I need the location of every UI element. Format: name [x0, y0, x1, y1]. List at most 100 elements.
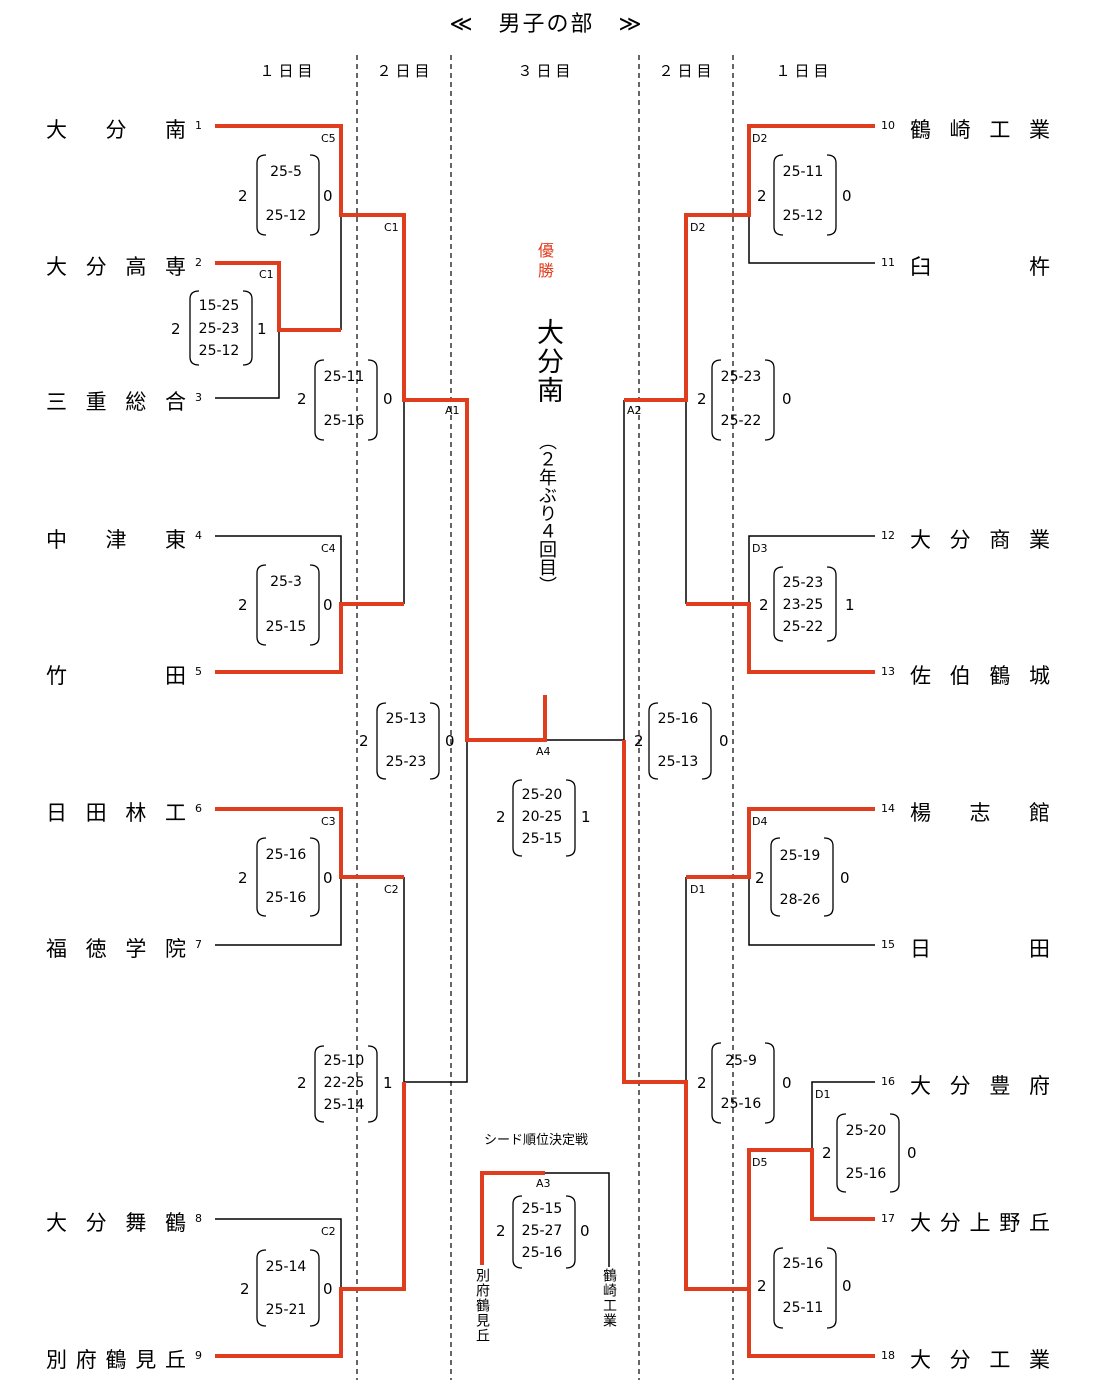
team-name-char: 専 [164, 255, 186, 279]
set-score: 22-25 [323, 1075, 365, 1091]
code-c4: C4 [321, 542, 336, 555]
set-score: 25-22 [720, 413, 762, 429]
bracket-close [309, 1249, 320, 1327]
seed-right-13: 13 [881, 665, 895, 678]
team-right-13: 佐伯鶴城 [910, 660, 1050, 690]
set-score: 25-27 [521, 1223, 563, 1239]
day-header-3: ３日目 [517, 62, 575, 80]
set-score: 25-20 [521, 787, 563, 803]
set-score: 25-5 [270, 164, 302, 180]
team-name-char: 大 [910, 1348, 931, 1372]
team-name-char: 志 [969, 801, 991, 825]
bracket-close [764, 359, 775, 441]
bracket-open [314, 359, 325, 441]
wins-right: 0 [323, 1280, 333, 1298]
team-name-char: 田 [1029, 937, 1050, 961]
set-score: 25-23 [198, 321, 240, 337]
wins-left: 2 [496, 1222, 506, 1240]
team-name-char: 舞 [125, 1211, 147, 1235]
set-score: 25-16 [657, 711, 699, 727]
team-name-char: 大 [46, 1211, 67, 1235]
wins-left: 2 [822, 1144, 832, 1162]
team-name-char: 竹 [46, 664, 67, 688]
wins-right: 1 [845, 596, 855, 614]
code-d2-r1: D2 [752, 132, 768, 145]
team-name-char: 佐 [910, 664, 931, 688]
code-d5: D5 [752, 1156, 768, 1169]
wins-left: 2 [634, 732, 644, 750]
team-name-char: 合 [164, 390, 186, 414]
code-c1-r2: C1 [384, 221, 399, 234]
set-score: 25-10 [323, 1053, 365, 1069]
team-name-char: 杵 [1029, 255, 1050, 279]
set-score: 25-9 [725, 1053, 757, 1069]
bracket-open [256, 837, 267, 917]
team-name-char: 業 [1028, 118, 1050, 142]
code-c2-r1: C2 [321, 1225, 336, 1238]
bracket-close [309, 564, 320, 646]
team-name-char: 分 [939, 1211, 961, 1235]
bracket-open [711, 359, 722, 441]
team-name-char: 大 [910, 1211, 931, 1235]
bracket-open [256, 154, 267, 236]
team-name-char: 業 [1028, 1348, 1050, 1372]
team-name-char: 豊 [989, 1074, 1011, 1098]
team-name-char: 鶴 [989, 664, 1011, 688]
bracket-close [242, 290, 253, 366]
set-score: 28-26 [779, 892, 821, 908]
code-d4: D4 [752, 815, 768, 828]
team-name-char: 大 [46, 118, 67, 142]
wins-right: 0 [323, 869, 333, 887]
bracket-open [314, 1045, 325, 1123]
wins-left: 2 [697, 1074, 707, 1092]
set-score: 25-23 [782, 575, 824, 591]
team-name-char: 府 [1028, 1074, 1050, 1098]
bracket-close [826, 566, 837, 642]
team-right-12: 大分商業 [910, 524, 1050, 554]
set-score: 25-11 [782, 164, 824, 180]
code-c1-r1: C1 [259, 268, 274, 281]
team-name-char: 学 [125, 937, 147, 961]
code-d2-r2: D2 [690, 221, 706, 234]
team-name-char: 分 [85, 1211, 107, 1235]
set-score: 25-15 [521, 831, 563, 847]
set-score: 25-14 [323, 1097, 365, 1113]
wins-left: 2 [757, 1277, 767, 1295]
wins-right: 0 [842, 187, 852, 205]
seed-match-right-team: 鶴崎工業 [601, 1268, 617, 1328]
bracket-close [701, 702, 712, 780]
team-name-char: 鶴 [910, 118, 931, 142]
set-score: 25-12 [265, 208, 307, 224]
team-name-char: 楊 [910, 801, 931, 825]
team-name-char: 日 [910, 937, 931, 961]
team-name-char: 野 [999, 1211, 1021, 1235]
set-score: 25-16 [845, 1166, 887, 1182]
winner-lines [215, 124, 875, 1358]
team-name-char: 分 [949, 1074, 971, 1098]
code-c5: C5 [321, 132, 336, 145]
seed-right-18: 18 [881, 1349, 895, 1362]
team-name-char: 商 [989, 528, 1011, 552]
set-score: 25-19 [779, 848, 821, 864]
wins-left: 2 [171, 320, 181, 338]
set-score: 25-21 [265, 1302, 307, 1318]
wins-left: 2 [238, 596, 248, 614]
set-score: 25-16 [521, 1245, 563, 1261]
day-dividers [356, 55, 734, 1380]
team-name-char: 分 [105, 118, 127, 142]
wins-right: 0 [580, 1222, 590, 1240]
wins-left: 2 [238, 187, 248, 205]
wins-right: 0 [323, 596, 333, 614]
wins-left: 2 [297, 390, 307, 408]
team-right-14: 楊志館 [910, 797, 1050, 827]
set-score: 25-13 [657, 754, 699, 770]
team-name-char: 総 [125, 390, 147, 414]
wins-right: 0 [383, 390, 393, 408]
wins-right: 1 [257, 320, 267, 338]
set-score: 25-12 [782, 208, 824, 224]
team-name-char: 重 [85, 390, 107, 414]
team-name-char: 大 [910, 1074, 931, 1098]
team-left-8: 大分舞鶴 [46, 1207, 186, 1237]
team-name-char: 日 [46, 801, 67, 825]
wins-right: 1 [383, 1074, 393, 1092]
